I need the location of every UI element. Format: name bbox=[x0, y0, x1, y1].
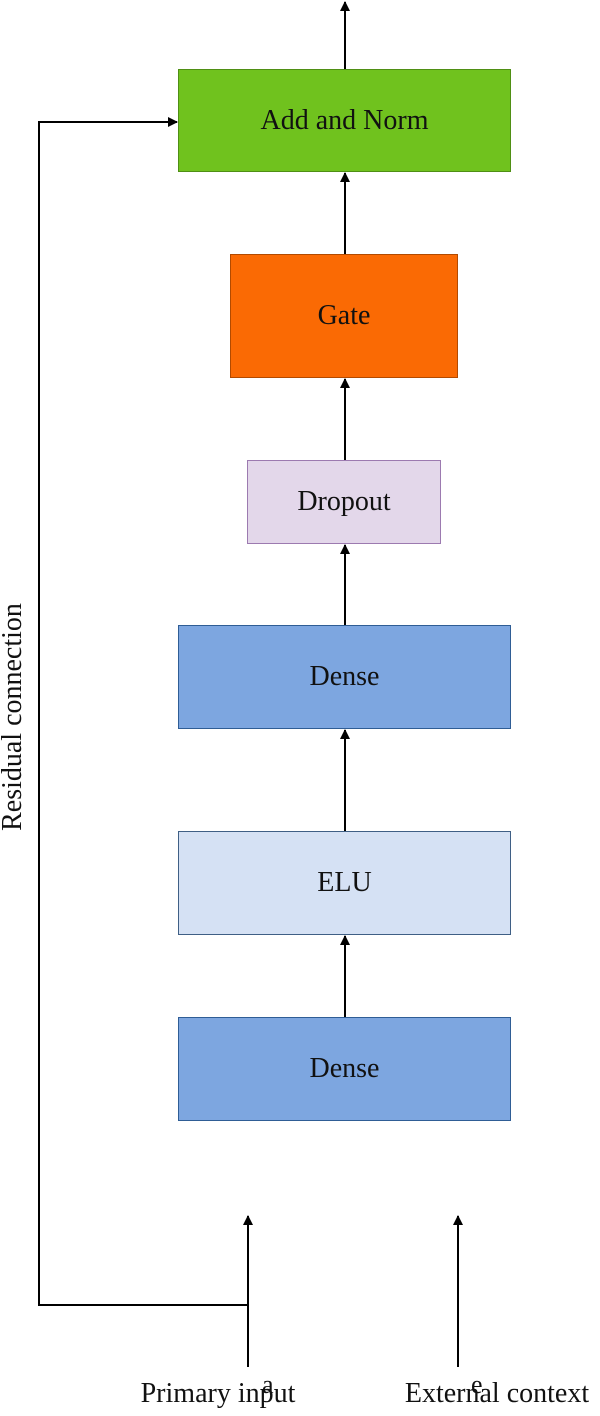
residual-connection-line bbox=[38, 117, 248, 1306]
residual-connection-label: Residual connection bbox=[0, 603, 28, 831]
external-context-symbol: e bbox=[471, 1370, 483, 1399]
external-context-label: External context bbox=[404, 1378, 590, 1409]
primary-input-label: Primary input bbox=[140, 1378, 296, 1409]
gate-block: Gate bbox=[230, 254, 458, 378]
dense-block-upper: Dense bbox=[178, 625, 511, 729]
add-and-norm-block: Add and Norm bbox=[178, 69, 511, 172]
primary-input-symbol: a bbox=[262, 1370, 274, 1399]
dense-block-lower: Dense bbox=[178, 1017, 511, 1121]
dropout-block: Dropout bbox=[247, 460, 441, 544]
elu-block: ELU bbox=[178, 831, 511, 935]
